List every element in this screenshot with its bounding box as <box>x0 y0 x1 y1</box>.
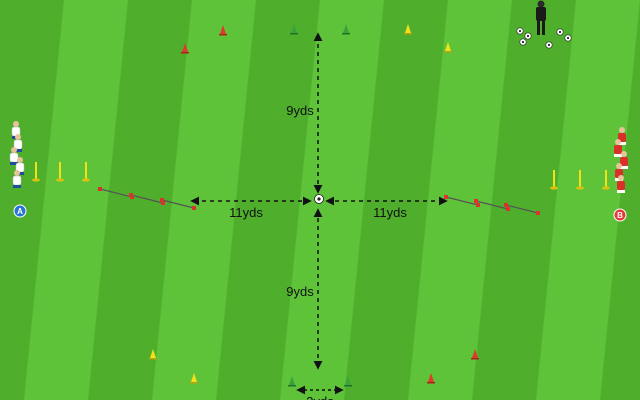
coach-icon <box>536 0 546 35</box>
cone-icon <box>290 24 298 35</box>
hurdle-icon <box>160 198 196 210</box>
cone-icon <box>344 376 352 387</box>
soccer-ball-icon <box>545 41 553 49</box>
player-icon <box>617 175 625 193</box>
player-icon <box>13 134 23 152</box>
ball-supply <box>516 27 572 49</box>
cone-icon <box>288 376 296 387</box>
pole-icon <box>602 170 610 190</box>
pole-icon <box>576 170 584 190</box>
distance-label-left: 11yds <box>229 205 263 220</box>
cone-icon <box>219 25 227 36</box>
grass-stripe <box>472 0 576 400</box>
pole-icon <box>550 170 558 190</box>
team-b-players <box>614 127 628 193</box>
pole-icon <box>32 162 40 182</box>
cone-icon <box>471 349 479 360</box>
player-icon <box>9 147 19 165</box>
soccer-ball-icon <box>516 27 524 35</box>
hurdle-icon <box>129 193 165 205</box>
distance-arrows <box>190 32 448 395</box>
grass-stripe <box>88 0 192 400</box>
distance-label-goal: 3yds <box>306 394 334 400</box>
player-icon <box>618 127 626 145</box>
player-icon <box>614 139 622 157</box>
soccer-ball-icon <box>314 194 324 204</box>
grass-stripe <box>0 0 64 400</box>
cone-icon <box>342 24 350 35</box>
cone-icon <box>181 43 189 54</box>
hurdle-icon <box>474 199 510 211</box>
cone-icon <box>444 42 452 53</box>
team-b-label: B <box>617 211 623 220</box>
grass-stripe <box>600 0 640 400</box>
hurdle-icon <box>444 195 480 207</box>
team-b-badge: B <box>613 208 627 222</box>
distance-label-top: 9yds <box>286 103 314 118</box>
team-a-label: A <box>17 207 23 216</box>
soccer-ball-icon <box>556 28 564 36</box>
soccer-ball-icon <box>519 38 527 46</box>
distance-label-right: 11yds <box>373 205 407 220</box>
soccer-ball-icon <box>564 34 572 42</box>
player-icon <box>12 170 22 188</box>
team-a-players <box>9 121 25 188</box>
cone-icon <box>427 373 435 384</box>
cone-icon <box>149 349 157 360</box>
distance-label-bottom: 9yds <box>286 284 314 299</box>
player-icon <box>620 151 628 169</box>
pole-icon <box>56 162 64 182</box>
player-icon <box>15 157 25 175</box>
hurdle-icon <box>504 203 540 215</box>
cone-icon <box>404 24 412 35</box>
pole-icon <box>82 162 90 182</box>
soccer-ball-icon <box>524 32 532 40</box>
team-a-badge: A <box>13 204 27 218</box>
cone-icon <box>190 373 198 384</box>
